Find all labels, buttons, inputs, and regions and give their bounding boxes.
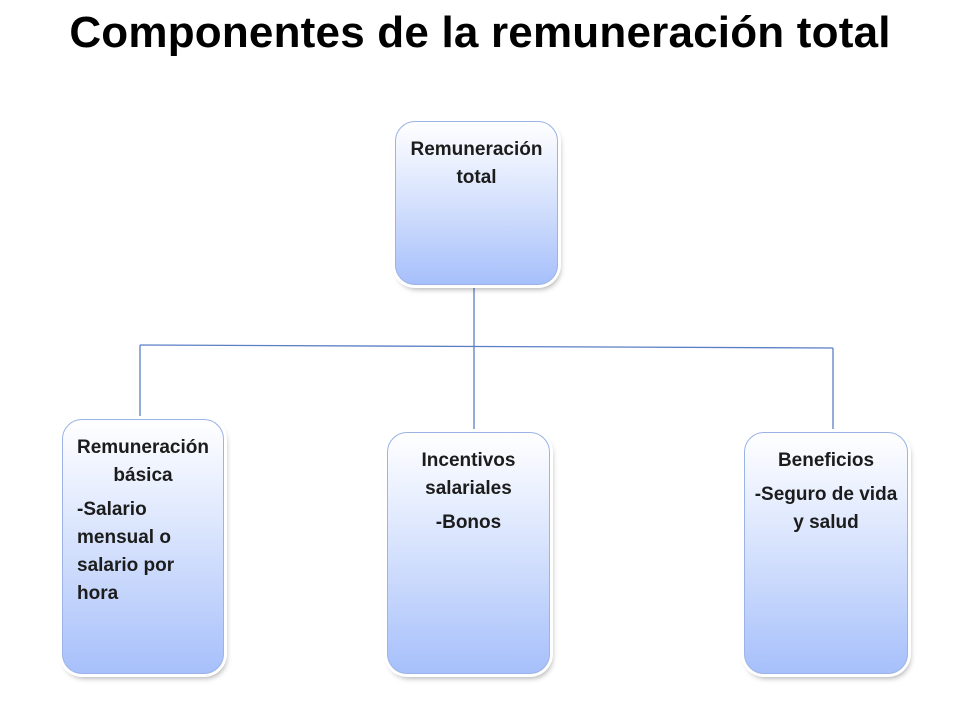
node-benefits: Beneficios -Seguro de vida y salud	[744, 432, 908, 674]
node-benefits-detail: -Seguro de vida y salud	[754, 484, 898, 533]
diagram-title: Componentes de la remuneración total	[69, 8, 891, 57]
node-total-remuneration-label: Remuneración total	[410, 139, 543, 188]
node-benefits-label: Beneficios	[777, 450, 875, 471]
node-basic-remuneration: Remuneración básica -Salario mensual o s…	[62, 419, 224, 674]
node-basic-remuneration-detail: -Salario mensual o salario por hora	[77, 499, 175, 604]
node-total-remuneration: Remuneración total	[395, 121, 558, 285]
node-basic-remuneration-label: Remuneración básica	[77, 437, 209, 486]
node-salary-incentives-detail: -Bonos	[435, 512, 502, 533]
node-salary-incentives-label: Incentivos salariales	[421, 450, 516, 499]
node-salary-incentives: Incentivos salariales -Bonos	[387, 432, 550, 674]
connector-horizontal	[139, 344, 834, 349]
